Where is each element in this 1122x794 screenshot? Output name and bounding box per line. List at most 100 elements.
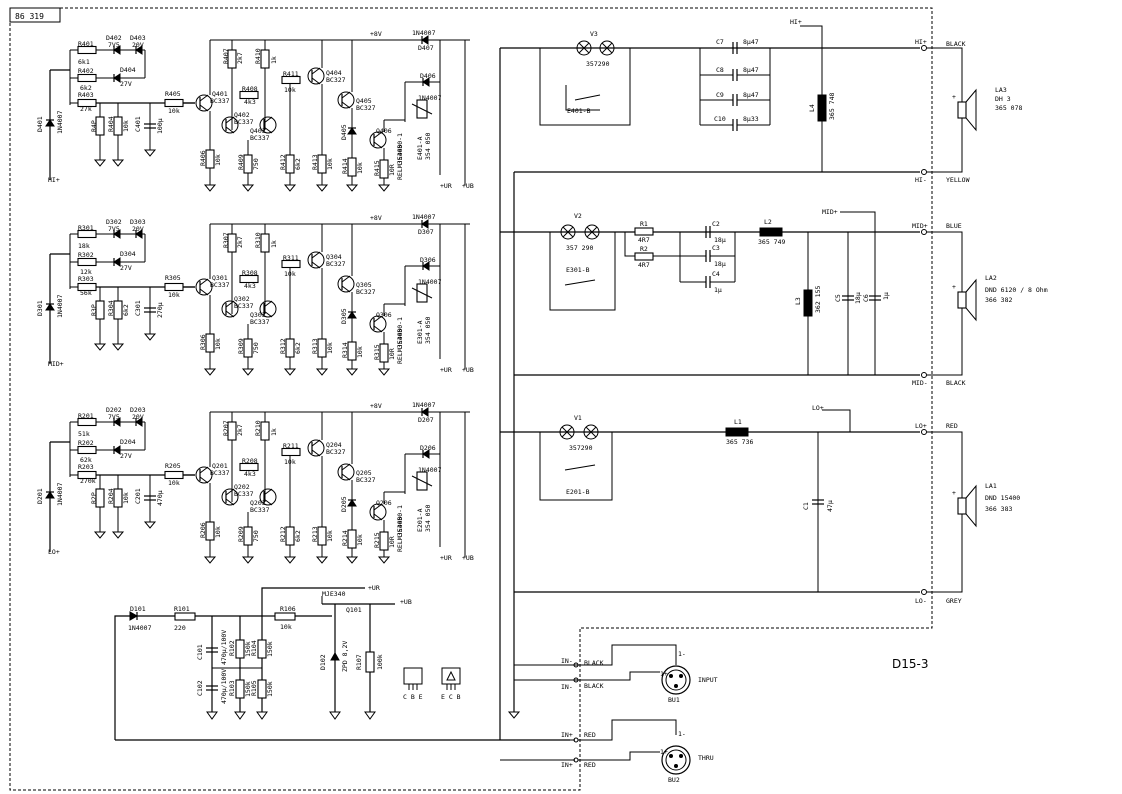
diode-d405 [347, 127, 357, 135]
svg-text:BC327: BC327 [356, 288, 376, 296]
svg-text:Q405: Q405 [356, 97, 372, 105]
svg-text:E201-B: E201-B [566, 488, 590, 496]
svg-text:Q101: Q101 [346, 606, 362, 614]
v3-label: V3 [590, 30, 598, 38]
svg-text:R211: R211 [283, 442, 299, 450]
svg-text:R408: R408 [242, 85, 258, 93]
svg-text:10k: 10k [356, 162, 364, 174]
resistor-r206 [205, 521, 215, 541]
resistor-r415 [379, 159, 389, 179]
transistor-q405 [337, 91, 355, 109]
potentiometer-r2p [95, 488, 105, 508]
svg-text:+: + [952, 93, 956, 101]
resistor-r104 [257, 639, 267, 659]
output-terminal-2 [921, 229, 927, 235]
resistor-r314 [347, 341, 357, 361]
resistor-r308 [239, 274, 259, 284]
svg-text:D306: D306 [420, 256, 436, 264]
svg-text:R201: R201 [78, 412, 94, 420]
ground-symbol [93, 159, 107, 167]
svg-text:10k: 10k [284, 458, 296, 466]
svg-text:R212: R212 [279, 526, 287, 542]
svg-text:2k7: 2k7 [236, 52, 244, 64]
svg-text:365 078: 365 078 [995, 104, 1022, 112]
svg-text:1N4007: 1N4007 [56, 110, 64, 134]
svg-text:INPUT: INPUT [698, 676, 718, 684]
svg-text:6k2: 6k2 [294, 530, 302, 542]
svg-text:10k: 10k [326, 342, 334, 354]
svg-text:C8: C8 [716, 66, 724, 74]
svg-text:10k: 10k [122, 120, 130, 132]
svg-text:150k: 150k [244, 681, 252, 697]
svg-text:R202: R202 [78, 439, 94, 447]
svg-text:BU2: BU2 [668, 776, 680, 784]
svg-text:V1: V1 [574, 414, 582, 422]
svg-text:1k: 1k [270, 428, 278, 436]
zener-d303 [135, 229, 143, 239]
svg-text:8µ47: 8µ47 [743, 38, 759, 46]
svg-text:R1: R1 [640, 220, 648, 228]
transistor-q303 [259, 300, 277, 318]
svg-text:BLUE: BLUE [946, 222, 962, 230]
svg-text:R313: R313 [311, 338, 319, 354]
ground-symbol [241, 556, 255, 564]
svg-text:R413: R413 [311, 154, 319, 170]
svg-text:8µ47: 8µ47 [743, 66, 759, 74]
svg-text:R406: R406 [199, 150, 207, 166]
resistor-r208 [239, 462, 259, 472]
svg-text:REL-354050-1: REL-354050-1 [396, 133, 404, 180]
svg-text:27V: 27V [120, 452, 132, 460]
svg-text:27k: 27k [80, 105, 92, 113]
svg-text:R414: R414 [341, 158, 349, 174]
svg-text:354 050: 354 050 [424, 133, 432, 160]
channel-input-label: LO+ [48, 548, 60, 556]
resistor-r214 [347, 529, 357, 549]
svg-text:20V: 20V [132, 413, 144, 421]
lamp-v3b [599, 40, 615, 56]
svg-text:365 749: 365 749 [758, 238, 785, 246]
svg-text:10k: 10k [326, 530, 334, 542]
svg-text:BC337: BC337 [250, 318, 270, 326]
svg-text:BLACK: BLACK [584, 659, 604, 667]
svg-text:D102: D102 [319, 654, 327, 670]
svg-text:+UR: +UR [440, 182, 452, 190]
ground-symbol [143, 333, 157, 341]
svg-text:62k: 62k [80, 456, 92, 464]
svg-text:10k: 10k [168, 107, 180, 115]
svg-text:+UB: +UB [400, 598, 412, 606]
svg-text:R410: R410 [254, 48, 262, 64]
resistor-r106 [274, 612, 296, 621]
svg-text:56k: 56k [80, 289, 92, 297]
diode-d207 [421, 407, 429, 417]
svg-text:RED: RED [584, 761, 596, 769]
svg-text:R303: R303 [78, 275, 94, 283]
svg-text:1N4007: 1N4007 [418, 94, 442, 102]
resistor-r413 [317, 154, 327, 174]
ground-symbol [283, 184, 297, 192]
svg-text:BC337: BC337 [250, 506, 270, 514]
resistor-r312 [285, 338, 295, 358]
svg-text:R404: R404 [107, 116, 115, 132]
svg-text:Q404: Q404 [326, 69, 342, 77]
svg-text:10k: 10k [168, 479, 180, 487]
svg-text:C301: C301 [134, 300, 142, 316]
svg-text:DH 3: DH 3 [995, 95, 1011, 103]
svg-text:4k3: 4k3 [244, 470, 256, 478]
ground-symbol [283, 368, 297, 376]
svg-text:10k: 10k [326, 158, 334, 170]
svg-text:1N4007: 1N4007 [56, 294, 64, 318]
hi-plus-tap: HI+ [790, 18, 802, 26]
svg-text:MID+: MID+ [822, 208, 838, 216]
title-code: D15-3 [892, 657, 928, 671]
svg-text:1N4007: 1N4007 [412, 401, 436, 409]
svg-text:6k2: 6k2 [294, 158, 302, 170]
transistor-q306 [369, 315, 387, 333]
svg-text:1N4007: 1N4007 [418, 466, 442, 474]
resistor-r414 [347, 157, 357, 177]
svg-text:R312: R312 [279, 338, 287, 354]
output-terminal-1 [921, 169, 927, 175]
resistor-r210 [260, 421, 270, 441]
cap-c8 [700, 69, 770, 81]
